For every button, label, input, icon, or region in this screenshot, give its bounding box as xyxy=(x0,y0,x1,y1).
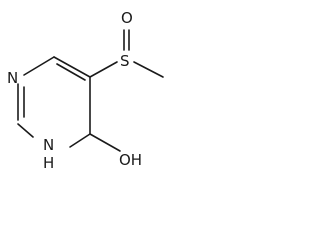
bond-c6-c5-inner xyxy=(56,63,86,81)
bond-n3-c2 xyxy=(17,123,34,138)
atom-o-sulfinyl: O xyxy=(121,9,133,27)
bonds xyxy=(17,29,164,152)
bond-c4-n3 xyxy=(69,133,91,148)
atom-labels: N N H OH S O xyxy=(7,9,142,172)
atom-oh: OH xyxy=(119,151,142,169)
chemical-structure: N N H OH S O xyxy=(7,9,164,172)
atom-n-top: N xyxy=(7,69,18,87)
bond-c4-oh xyxy=(89,133,121,152)
bond-s-methyl xyxy=(133,61,164,78)
atom-h-bottom: H xyxy=(43,154,54,172)
bond-n1-c6 xyxy=(23,56,55,76)
bond-c6-c5 xyxy=(53,56,91,78)
atom-n-bottom: N xyxy=(43,136,54,154)
atom-s: S xyxy=(120,52,130,70)
bond-c5-s xyxy=(89,61,118,78)
